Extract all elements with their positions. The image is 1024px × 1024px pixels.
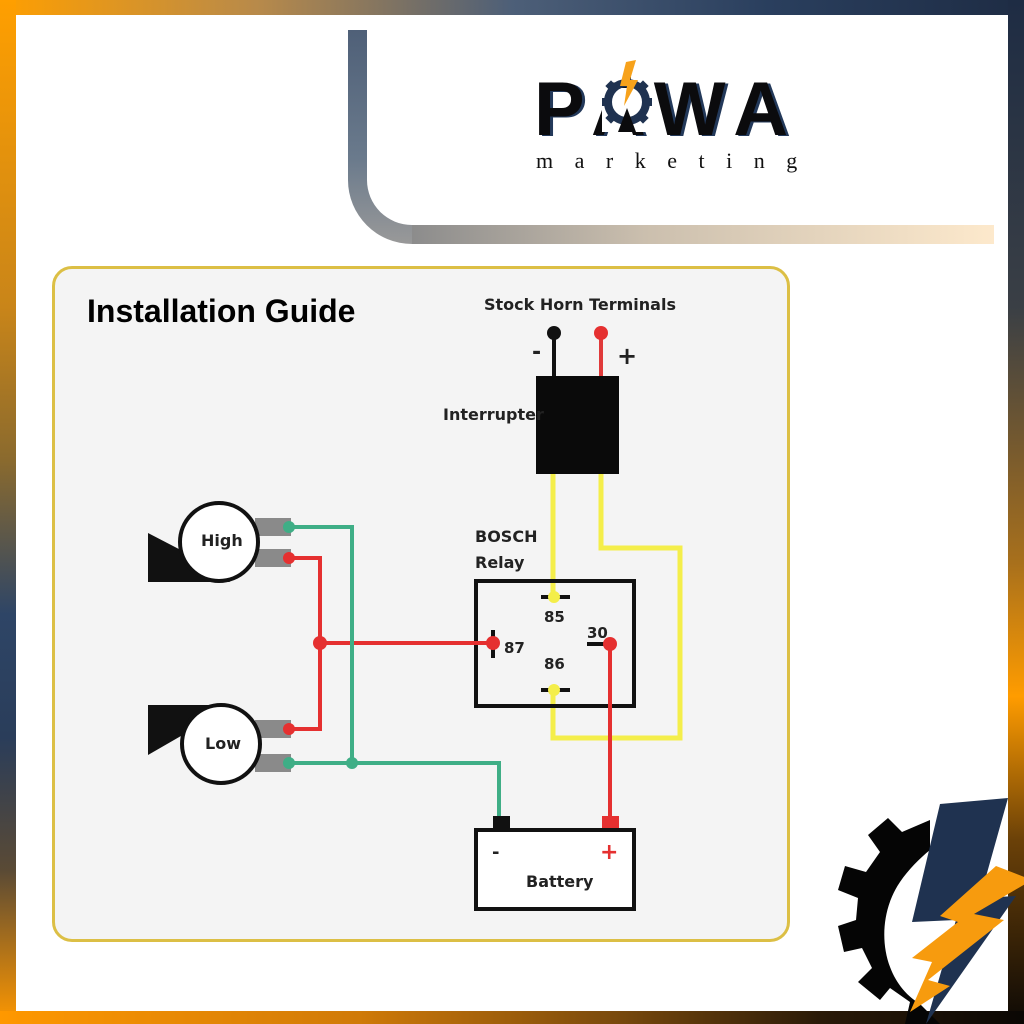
high-horn-label: High	[201, 531, 243, 550]
low-horn	[148, 703, 295, 785]
battery-label: Battery	[526, 872, 594, 891]
stock-positive-sign: +	[617, 342, 638, 370]
stock-horn-terminals-label: Stock Horn Terminals	[484, 295, 676, 314]
low-horn-label: Low	[205, 734, 241, 753]
relay-pin-30-node	[603, 637, 617, 651]
pawa-logo: PAWA marketing	[534, 60, 834, 180]
battery-positive-sign: +	[600, 840, 619, 865]
logo-tagline: marketing	[536, 148, 819, 173]
relay-pin-30-label: 30	[587, 624, 608, 642]
battery-negative-sign: -	[492, 842, 500, 863]
positive-junction	[313, 636, 327, 650]
relay-label: Relay	[475, 553, 525, 572]
corner-gear-bolt-icon	[838, 798, 1024, 1024]
relay-pin-86-node	[548, 684, 560, 696]
frame-bottom-edge	[0, 1011, 1024, 1024]
logo-wordmark: PAWA	[534, 67, 801, 152]
stock-negative-sign: -	[532, 340, 542, 365]
relay-pin-87-label: 87	[504, 639, 525, 657]
panel-title: Installation Guide	[87, 293, 356, 329]
relay-brand-label: BOSCH	[475, 527, 538, 546]
gear-bolt-icon	[602, 60, 652, 132]
interrupter-label: Interrupter	[443, 405, 544, 424]
frame-left-edge	[0, 0, 16, 1024]
relay-pin-85-node	[548, 591, 560, 603]
frame-right-edge	[1008, 0, 1024, 1024]
battery-negative-post	[493, 816, 510, 830]
high-horn	[148, 501, 295, 583]
stock-positive-terminal	[594, 326, 608, 340]
stock-negative-terminal	[547, 326, 561, 340]
ground-wire-high	[289, 525, 354, 763]
relay-pin-85-label: 85	[544, 608, 565, 626]
ground-junction	[346, 757, 358, 769]
ground-wire-low-battery	[289, 761, 501, 820]
frame-top-edge	[0, 0, 1024, 15]
control-wire-86	[550, 474, 683, 741]
relay-pin-86-label: 86	[544, 655, 565, 673]
header-bracket-decoration	[348, 30, 994, 244]
installation-guide-panel	[52, 266, 790, 942]
relay-pin-87-node	[486, 636, 500, 650]
battery-box	[474, 828, 636, 911]
battery-positive-post	[602, 816, 619, 830]
interrupter-box	[536, 376, 619, 474]
